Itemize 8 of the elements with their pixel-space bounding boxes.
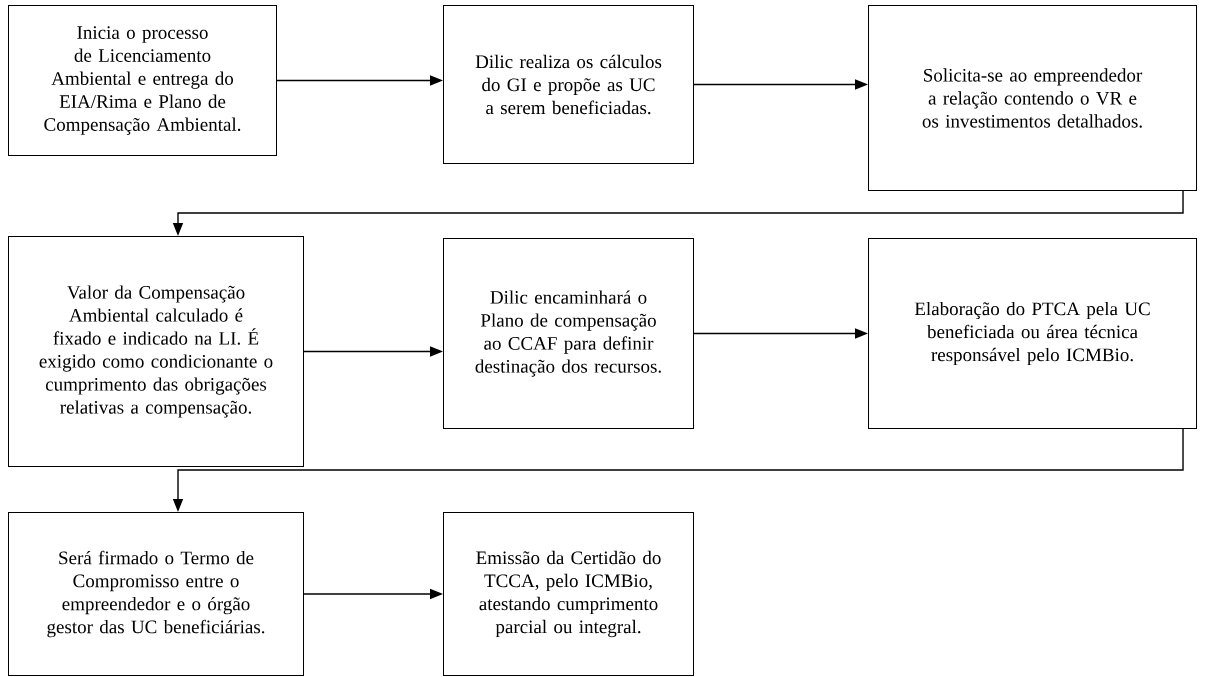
process-box: Valor da Compensação Ambiental calculado é fixado e indicado na LI. É exigido como condicionante o cumprimento das obrigações relativas a compensação. <box>8 236 304 467</box>
process-box: Elaboração do PTCA pela UC beneficiada ou área técnica responsável pelo ICMBio. <box>868 238 1197 429</box>
process-box: Inicia o processo de Licenciamento Ambiental e entrega do EIA/Rima e Plano de Compensação Ambiental. <box>8 5 277 156</box>
process-box: Será firmado o Termo de Compromisso entre o empreendedor e o órgão gestor das UC beneficiárias. <box>8 512 304 676</box>
process-box: Dilic realiza os cálculos do GI e propõe as UC a serem beneficiadas. <box>443 5 694 164</box>
process-box: Dilic encaminhará o Plano de compensação ao CCAF para definir destinação dos recursos. <box>443 238 694 429</box>
process-box: Solicita-se ao empreendedor a relação contendo o VR e os investimentos detalhados. <box>868 5 1197 191</box>
process-box: Emissão da Certidão do TCCA, pelo ICMBio, atestando cumprimento parcial ou integral. <box>443 512 694 676</box>
